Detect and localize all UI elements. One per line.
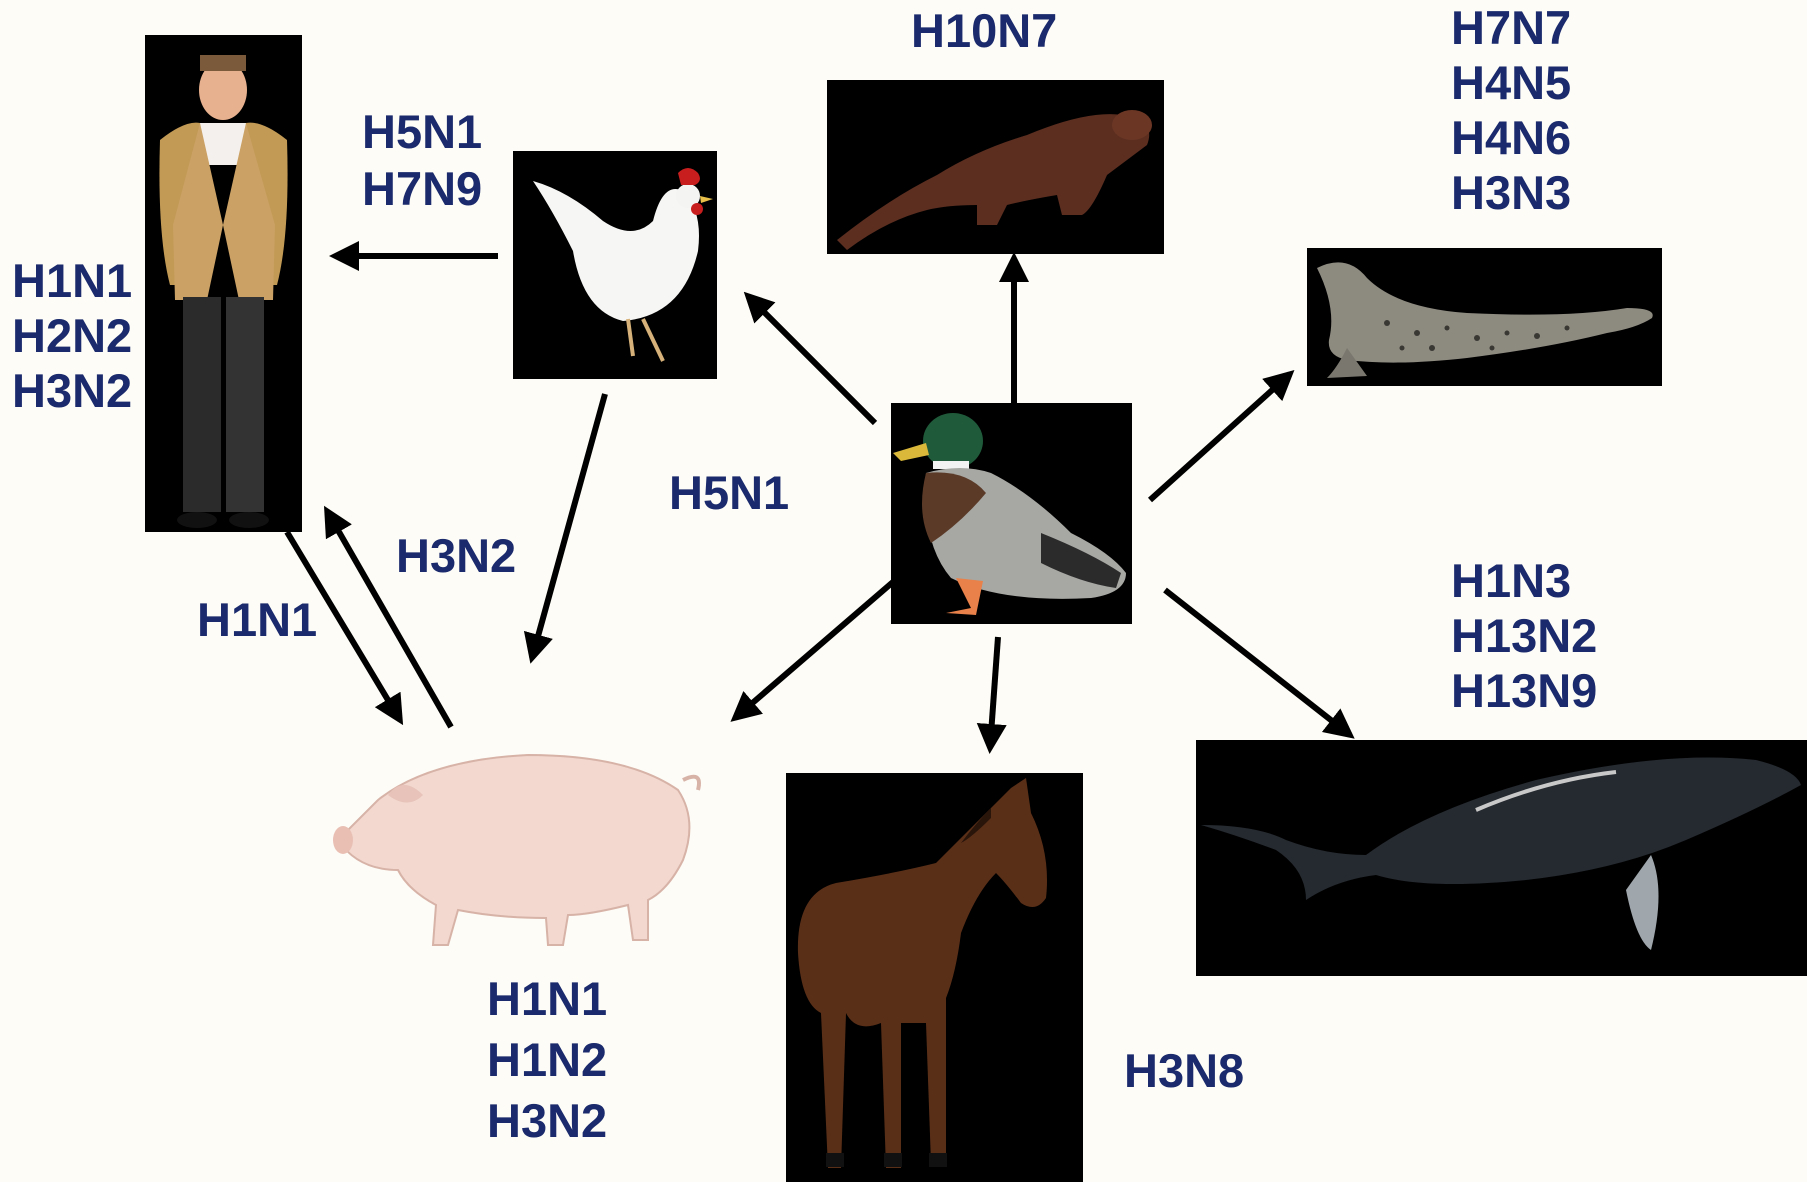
duck-strain-list: H5N1: [669, 465, 789, 520]
mink-image: [827, 80, 1164, 254]
human-pig-label: H1N1: [197, 592, 317, 647]
chicken-image: [513, 151, 717, 379]
chicken-to-pig-label: H3N2: [396, 528, 516, 583]
pig-strain-list: H1N1 H1N2 H3N2: [487, 968, 607, 1151]
strain-label: H5N1: [362, 103, 482, 160]
horse-image: [786, 773, 1083, 1182]
duck-image: [891, 403, 1132, 624]
strain-label: H1N1: [197, 592, 317, 647]
strain-label: H1N1: [487, 968, 607, 1029]
strain-label: H1N1: [12, 253, 132, 308]
duck-figure-icon: [891, 403, 1132, 624]
chicken-figure-icon: [513, 151, 717, 379]
horse-figure-icon: [786, 773, 1083, 1182]
strain-label: H7N7: [1451, 0, 1571, 55]
seal-image: [1307, 248, 1662, 386]
arrow-duck-to-seal: [1150, 374, 1290, 500]
strain-label: H7N9: [362, 160, 482, 217]
seal-strain-list: H7N7 H4N5 H4N6 H3N3: [1451, 0, 1571, 220]
arrow-duck-to-pig: [735, 582, 893, 718]
mink-figure-icon: [827, 80, 1164, 254]
strain-label: H3N2: [396, 528, 516, 583]
strain-label: H3N3: [1451, 165, 1571, 220]
strain-label: H3N2: [12, 363, 132, 418]
strain-label: H3N2: [487, 1090, 607, 1151]
mink-strain-list: H10N7: [911, 3, 1057, 58]
strain-label: H10N7: [911, 3, 1057, 58]
arrow-duck-to-chicken: [748, 296, 875, 423]
strain-label: H2N2: [12, 308, 132, 363]
pig-figure-icon: [328, 740, 703, 955]
strain-label: H1N3: [1451, 553, 1597, 608]
human-figure-icon: [145, 35, 302, 532]
chicken-strain-list: H5N1 H7N9: [362, 103, 482, 217]
whale-image: [1196, 740, 1807, 976]
strain-label: H13N2: [1451, 608, 1597, 663]
arrow-duck-to-whale: [1165, 590, 1350, 735]
human-image: [145, 35, 302, 532]
horse-strain-list: H3N8: [1124, 1043, 1244, 1098]
strain-label: H13N9: [1451, 663, 1597, 718]
pig-image: [328, 740, 703, 955]
seal-figure-icon: [1307, 248, 1662, 386]
strain-label: H1N2: [487, 1029, 607, 1090]
whale-figure-icon: [1196, 740, 1807, 976]
strain-label: H5N1: [669, 465, 789, 520]
human-strain-list: H1N1 H2N2 H3N2: [12, 253, 132, 418]
strain-label: H3N8: [1124, 1043, 1244, 1098]
whale-strain-list: H1N3 H13N2 H13N9: [1451, 553, 1597, 718]
strain-label: H4N6: [1451, 110, 1571, 165]
arrow-duck-to-horse: [990, 637, 998, 748]
arrow-chicken-to-pig: [532, 394, 605, 658]
strain-label: H4N5: [1451, 55, 1571, 110]
